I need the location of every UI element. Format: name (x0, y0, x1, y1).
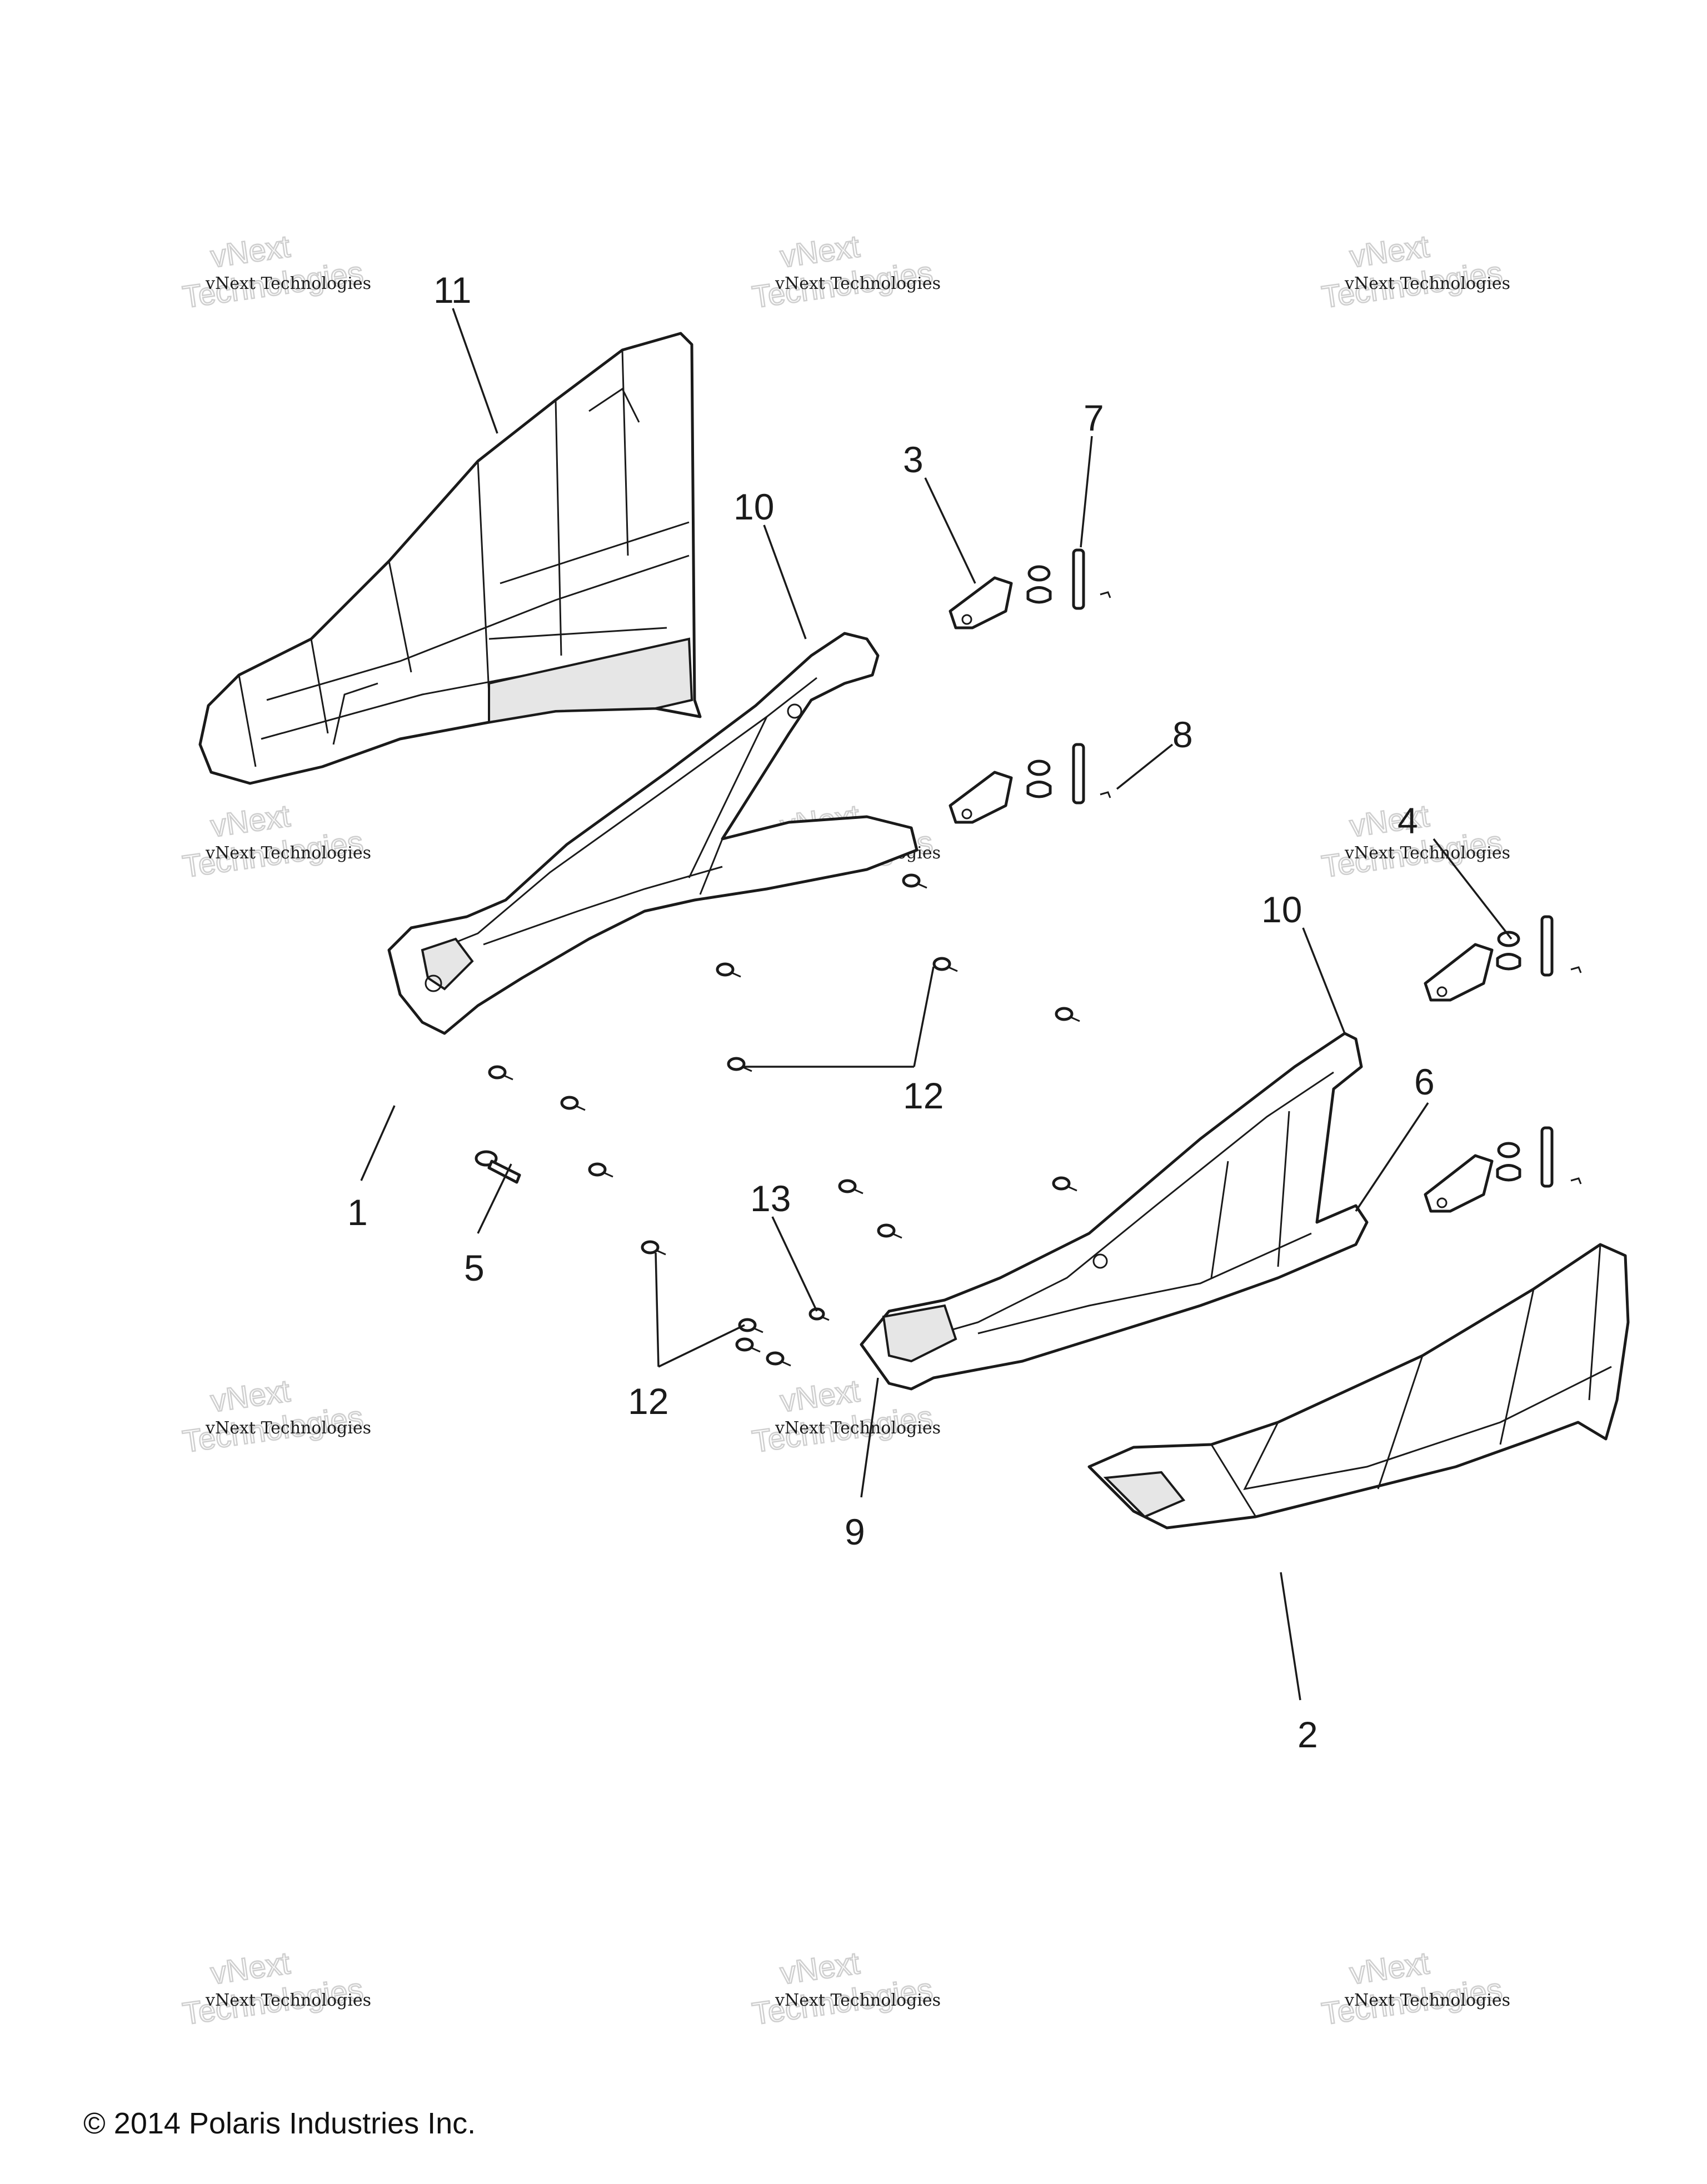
watermark: vNext Technologies vNext Technologies (749, 228, 941, 316)
part-2-lower-door-panel (1087, 1243, 1630, 1530)
callout-label: 6 (1414, 1061, 1435, 1102)
screw (838, 1179, 864, 1195)
svg-text:vNext Technologies: vNext Technologies (205, 843, 371, 863)
bolt-5 (475, 1150, 521, 1184)
screw (808, 1307, 830, 1321)
callout-label: 2 (1297, 1714, 1318, 1755)
screw (738, 1318, 763, 1333)
part-10-lower-door-frame (860, 1032, 1369, 1391)
svg-text:vNext Technologies: vNext Technologies (775, 1418, 941, 1438)
svg-text:vNext Technologies: vNext Technologies (1344, 274, 1510, 293)
callout-label: 10 (733, 486, 774, 527)
svg-text:vNext Technologies: vNext Technologies (1344, 843, 1510, 863)
callout-label: 13 (750, 1178, 791, 1219)
watermark: vNext Technologies vNext Technologies (749, 1945, 941, 2032)
callout-label: 5 (464, 1247, 485, 1288)
callout-label: 10 (1261, 889, 1302, 930)
part-11-door-panel (198, 332, 702, 785)
screw (902, 873, 927, 889)
fasteners (475, 873, 1080, 1367)
part-10-upper-door-frame (387, 632, 919, 1035)
screw (641, 1240, 666, 1256)
callout-label: 8 (1172, 714, 1193, 755)
screw (1055, 1007, 1080, 1022)
screw (727, 1057, 752, 1072)
screw (877, 1223, 902, 1239)
screw (766, 1351, 791, 1367)
leader-lines (360, 308, 1513, 1701)
callout-label: 9 (845, 1511, 865, 1552)
svg-text:vNext Technologies: vNext Technologies (775, 1991, 941, 2010)
watermark: vNext Technologies vNext Technologies (179, 1945, 371, 2032)
callout-label: 4 (1397, 800, 1418, 841)
watermark: vNext Technologies vNext Technologies (1319, 228, 1510, 316)
screw (1052, 1176, 1077, 1192)
hinge-bracket-3 (949, 548, 1111, 629)
hinge-bracket-8 (949, 743, 1111, 824)
callout-label: 1 (347, 1192, 368, 1233)
callout-label: 3 (903, 439, 924, 480)
svg-text:vNext Technologies: vNext Technologies (205, 1991, 371, 2010)
callout-label: 12 (628, 1381, 668, 1422)
svg-text:vNext Technologies: vNext Technologies (205, 274, 371, 293)
screw (488, 1065, 513, 1081)
screw (932, 957, 958, 972)
copyright-notice: © 2014 Polaris Industries Inc. (83, 2107, 476, 2140)
hinge-bracket-4 (1424, 915, 1582, 1002)
svg-text:vNext Technologies: vNext Technologies (205, 1418, 371, 1438)
watermark: vNext Technologies vNext Technologies (179, 228, 371, 316)
svg-text:vNext Technologies: vNext Technologies (775, 274, 941, 293)
callout-label: 12 (903, 1075, 944, 1116)
callout-labels: 11 10 3 7 8 4 10 12 1 5 6 13 12 9 2 (347, 269, 1435, 1755)
screw (735, 1337, 761, 1353)
screw (716, 962, 741, 978)
screw (560, 1096, 586, 1111)
callout-label: 7 (1084, 397, 1104, 438)
callout-label: 11 (433, 269, 472, 311)
screw (588, 1162, 613, 1178)
hinge-bracket-6 (1424, 1126, 1582, 1213)
hinge-brackets (949, 548, 1582, 1213)
watermark: vNext Technologies vNext Technologies (179, 1372, 371, 1460)
watermark: vNext Technologies vNext Technologies (1319, 1945, 1510, 2032)
watermark: vNext Technologies vNext Technologies (179, 797, 371, 885)
svg-text:vNext Technologies: vNext Technologies (1344, 1991, 1510, 2010)
